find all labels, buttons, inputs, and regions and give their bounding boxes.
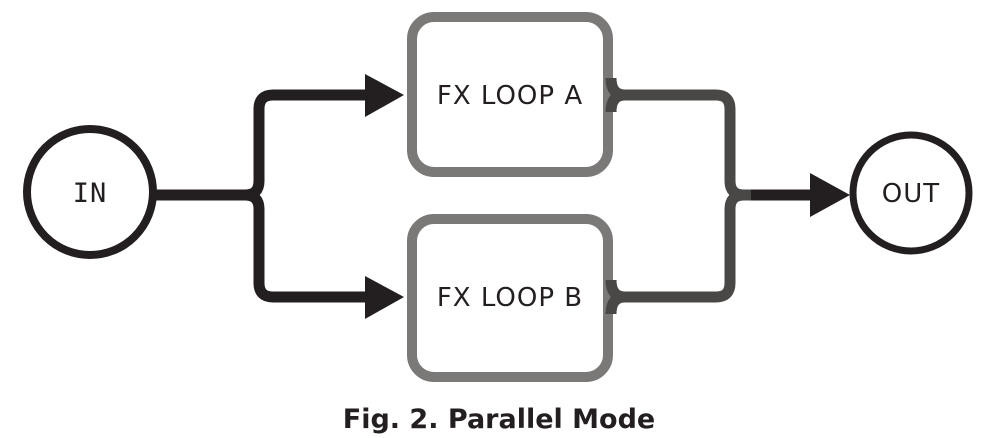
input-node-label: IN bbox=[73, 178, 108, 209]
arrowhead-into-loop-b bbox=[365, 276, 404, 319]
figure-caption: Fig. 2. Parallel Mode bbox=[343, 404, 655, 435]
input-split-bottom-line bbox=[100, 189, 368, 303]
loop-a-output-connector bbox=[605, 77, 757, 201]
fx-loop-a-label: FX LOOP A bbox=[437, 81, 583, 111]
arrowhead-into-out bbox=[810, 173, 850, 217]
input-node-circle bbox=[23, 125, 157, 259]
arrowhead-into-loop-a bbox=[365, 74, 404, 117]
fx-loop-a-box bbox=[407, 12, 613, 177]
loop-a-output-connector-flare bbox=[605, 89, 626, 113]
output-node-circle bbox=[849, 131, 973, 255]
fx-loop-b-box bbox=[407, 214, 613, 382]
loop-b-output-connector-flare bbox=[605, 279, 626, 303]
output-node-label: OUT bbox=[882, 179, 940, 209]
fx-loop-b-label: FX LOOP B bbox=[437, 283, 583, 313]
loop-b-output-connector bbox=[605, 189, 757, 315]
